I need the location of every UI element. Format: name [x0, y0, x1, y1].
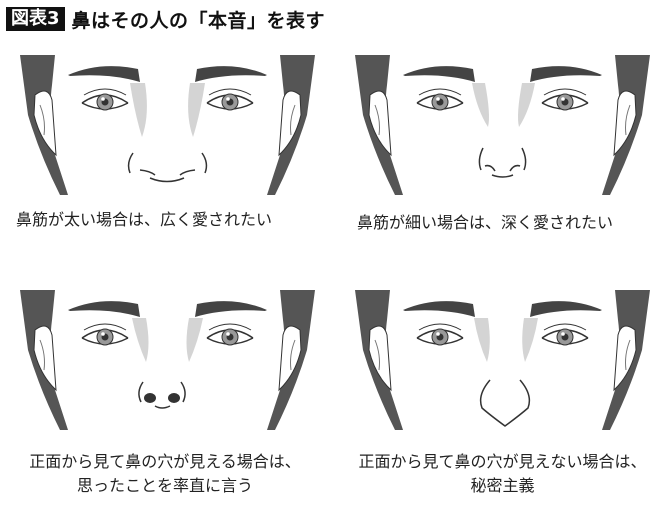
nose-drawing [127, 152, 208, 183]
panel-visible-nostrils: 正面から見て鼻の穴が見える場合は、 思ったことを率直に言う [0, 280, 335, 530]
nose-drawing [479, 379, 531, 427]
nostril-right [168, 393, 180, 403]
figure-title-bar: 図表3 鼻はその人の「本音」を表す [6, 6, 325, 32]
face-illustration [19, 54, 316, 196]
panel-thick-bridge: 鼻筋が太い場合は、広く愛されたい [0, 45, 335, 245]
nose-drawing [478, 147, 527, 178]
nose-drawing [138, 381, 186, 409]
nostril-left [144, 393, 156, 403]
caption: 正面から見て鼻の穴が見えない場合は、 秘密主義 [358, 452, 647, 495]
caption: 鼻筋が細い場合は、深く愛されたい [357, 213, 614, 232]
figure-number-badge: 図表3 [6, 7, 65, 31]
caption: 正面から見て鼻の穴が見える場合は、 思ったことを率直に言う [29, 452, 301, 495]
face-illustration [354, 289, 651, 431]
nose-bridge-highlight [130, 83, 147, 137]
caption: 鼻筋が太い場合は、広く愛されたい [16, 210, 273, 229]
panel-thin-bridge: 鼻筋が細い場合は、深く愛されたい [335, 45, 670, 245]
panel-hidden-nostrils: 正面から見て鼻の穴が見えない場合は、 秘密主義 [335, 280, 670, 530]
face-illustration [354, 54, 651, 196]
face-illustration [19, 289, 316, 431]
figure-title: 鼻はその人の「本音」を表す [71, 9, 326, 32]
